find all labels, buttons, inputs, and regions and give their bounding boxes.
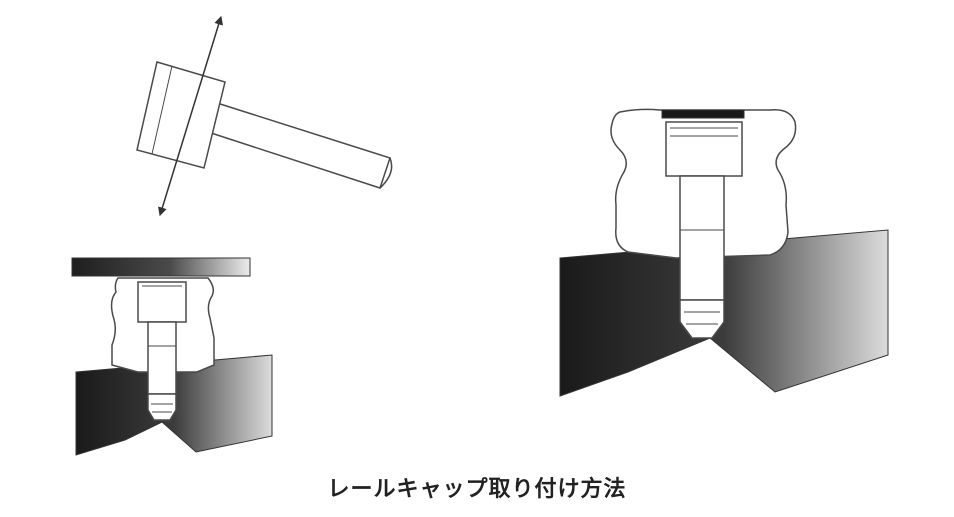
hammer-icon: [136, 15, 393, 217]
hammer-handle: [207, 102, 391, 189]
installed-step: [559, 108, 889, 397]
swing-arrow: [158, 15, 223, 217]
caption: レールキャップ取り付け方法: [327, 477, 627, 502]
press-step: [71, 257, 273, 456]
bolt-left: [137, 281, 187, 421]
bolt-right: [665, 121, 743, 339]
hammer-head: [136, 61, 226, 169]
press-plate: [71, 257, 251, 277]
rail-cap-installation-diagram: [71, 15, 889, 456]
